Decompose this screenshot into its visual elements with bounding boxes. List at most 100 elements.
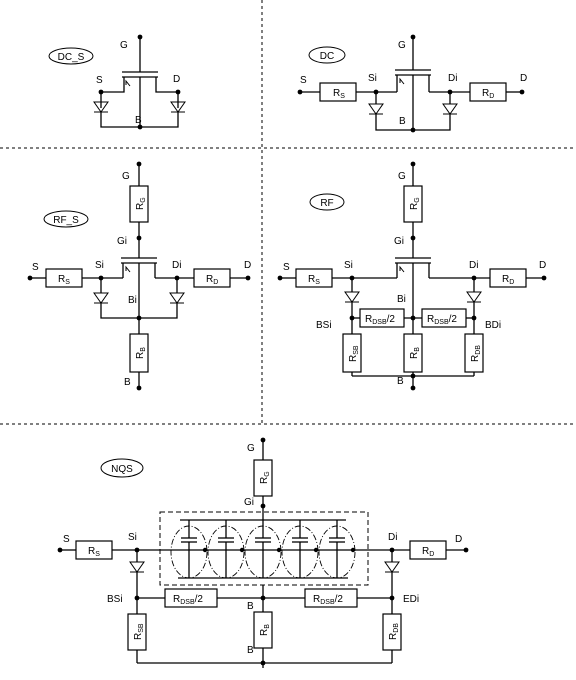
nqs-title-badge: NQS: [100, 458, 144, 478]
rf-drain-diode: [466, 291, 482, 303]
svg-text:RD: RD: [502, 274, 514, 286]
svg-text:RDSB/2: RDSB/2: [173, 594, 203, 606]
rf-source-label: S: [283, 262, 290, 273]
svg-text:RDB: RDB: [470, 345, 482, 362]
rf-rsb-resistor: RSB: [342, 333, 362, 373]
rf-s-bi-label: Bi: [128, 295, 137, 306]
rf-s-rb-resistor: RB: [129, 333, 149, 373]
rf-bsi-label: BSi: [316, 320, 332, 331]
svg-text:RD: RD: [206, 274, 218, 286]
nqs-rg-resistor: RG: [253, 459, 273, 497]
panel-dc-s: DC_S G S D B: [48, 34, 186, 130]
rf-s-bulk-label: B: [124, 377, 131, 388]
nqs-channel-segment-5: [318, 520, 356, 579]
rf-s-drain-diode: [169, 292, 185, 304]
nqs-channel-segment-1: [170, 520, 208, 579]
svg-text:RG: RG: [409, 197, 421, 210]
nqs-di-label: Di: [388, 532, 397, 543]
svg-text:RS: RS: [333, 88, 345, 100]
dc-gate-label: G: [398, 40, 406, 51]
rf-bi-label: Bi: [397, 294, 406, 305]
rf-s-title: RF_S: [53, 215, 79, 226]
nqs-title: NQS: [111, 464, 133, 475]
svg-text:RDSB/2: RDSB/2: [365, 314, 395, 326]
dc-bulk-label: B: [399, 116, 406, 127]
rf-title: RF: [320, 198, 333, 209]
rf-circuit: [277, 161, 547, 391]
svg-text:RD: RD: [482, 88, 494, 100]
rf-rdsb-right-resistor: RDSB/2: [421, 308, 467, 328]
svg-text:RG: RG: [259, 471, 271, 484]
rf-s-rd-resistor: RD: [193, 268, 231, 288]
nqs-edi-label: EDi: [403, 594, 419, 605]
rf-title-badge: RF: [309, 193, 345, 211]
nqs-bsi-label: BSi: [107, 594, 123, 605]
dc-s-drain-label: D: [173, 74, 180, 85]
nqs-channel-segment-2: [207, 520, 245, 579]
rf-s-circuit: [27, 161, 251, 391]
nqs-bulk-label: B: [247, 645, 254, 656]
rf-s-si-label: Si: [95, 260, 104, 271]
dc-s-bulk-label: B: [135, 115, 142, 126]
rf-rs-resistor: RS: [295, 268, 333, 288]
dc-rs-resistor: RS: [319, 82, 357, 102]
dc-title-badge: DC: [308, 46, 346, 64]
svg-text:RS: RS: [308, 274, 320, 286]
nqs-rdsb-left-resistor: RDSB/2: [164, 588, 218, 608]
rf-s-di-label: Di: [172, 260, 181, 271]
rf-s-gate-label: G: [122, 171, 130, 182]
panel-dc: DC G S Si Di D B RS RD: [297, 34, 527, 133]
svg-text:RS: RS: [88, 546, 100, 558]
nqs-drain-diode: [384, 561, 400, 573]
svg-text:RB: RB: [135, 347, 147, 359]
nqs-source-diode: [129, 561, 145, 573]
dc-drain-label: D: [520, 73, 527, 84]
rf-s-rg-resistor: RG: [129, 185, 149, 223]
nqs-circuit: [57, 437, 469, 668]
nqs-rs-resistor: RS: [75, 540, 113, 560]
rf-s-source-diode: [93, 292, 109, 304]
dc-s-title: DC_S: [58, 52, 85, 63]
dc-di-label: Di: [448, 73, 457, 84]
nqs-rdb-resistor: RDB: [382, 613, 402, 651]
dc-s-gate-label: G: [120, 40, 128, 51]
nqs-gate-label: G: [247, 443, 255, 454]
svg-text:RS: RS: [58, 274, 70, 286]
rf-rdb-resistor: RDB: [464, 333, 484, 373]
rf-rd-resistor: RD: [489, 268, 527, 288]
rf-bdi-label: BDi: [485, 320, 501, 331]
rf-s-gi-label: Gi: [117, 236, 127, 247]
rf-source-diode: [344, 291, 360, 303]
rf-rg-resistor: RG: [403, 185, 423, 223]
rf-drain-label: D: [539, 260, 546, 271]
rf-bulk-label: B: [397, 376, 404, 387]
dc-s-circuit: [93, 34, 186, 130]
svg-text:RDSB/2: RDSB/2: [427, 314, 457, 326]
nqs-distributed-channel: [159, 511, 369, 586]
dc-si-label: Si: [368, 73, 377, 84]
nqs-si-label: Si: [128, 532, 137, 543]
svg-text:RD: RD: [422, 546, 434, 558]
rf-rdsb-left-resistor: RDSB/2: [359, 308, 405, 328]
rf-s-rs-resistor: RS: [45, 268, 83, 288]
nqs-bulk-mid-label: B: [247, 601, 254, 612]
svg-text:RB: RB: [409, 347, 421, 359]
rf-di-label: Di: [469, 260, 478, 271]
dc-drain-diode: [442, 103, 458, 115]
nqs-rb-resistor: RB: [253, 611, 273, 649]
dc-source-diode: [368, 103, 384, 115]
dc-s-title-badge: DC_S: [48, 47, 94, 65]
dc-s-source-label: S: [96, 75, 103, 86]
rf-gate-label: G: [398, 171, 406, 182]
dc-rd-resistor: RD: [469, 82, 507, 102]
dc-circuit: [297, 34, 525, 133]
svg-text:RDSB/2: RDSB/2: [313, 594, 343, 606]
svg-text:RB: RB: [259, 624, 271, 636]
svg-text:RSB: RSB: [133, 623, 145, 640]
nqs-rdsb-right-resistor: RDSB/2: [304, 588, 358, 608]
dc-title: DC: [320, 51, 334, 62]
panel-rf: RF G Gi S Si Di D Bi BSi BDi B: [277, 161, 547, 391]
svg-text:RG: RG: [135, 197, 147, 210]
nqs-channel-segment-3: [244, 520, 282, 579]
nqs-gi-label: Gi: [244, 497, 254, 508]
